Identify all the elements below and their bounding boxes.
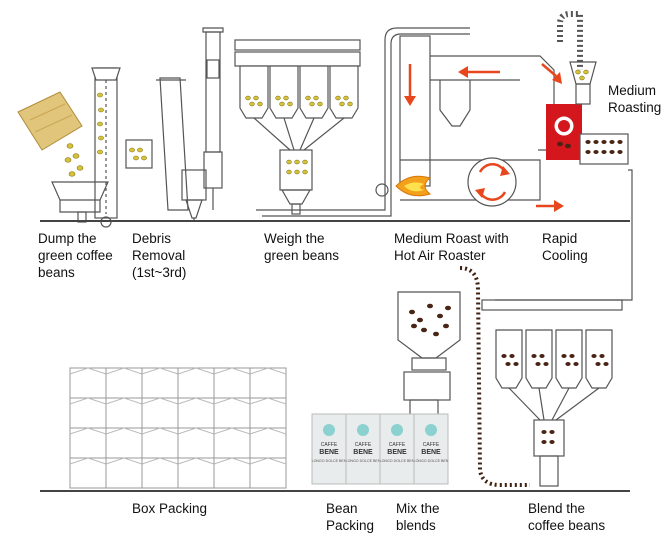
conveyor-belt-to-roaster-inner	[262, 33, 470, 217]
svg-text:LONGO DOLCE BEN: LONGO DOLCE BEN	[312, 459, 347, 463]
cooling-beans	[585, 140, 623, 154]
packing-box	[249, 367, 287, 399]
stage-label-cooling: Rapid Cooling	[542, 231, 588, 263]
packing-box	[105, 367, 143, 399]
roaster-ducts	[375, 35, 555, 201]
stage-label-mix: Mix the blends	[396, 501, 440, 533]
packing-box	[105, 457, 143, 489]
packing-box	[177, 397, 215, 429]
weighing-hoppers	[234, 39, 361, 215]
packing-box	[141, 367, 179, 399]
packing-box	[213, 367, 251, 399]
dust-collector	[202, 27, 224, 210]
stage-label-roast: Medium Roast with Hot Air Roaster	[394, 231, 509, 263]
flow-arrows	[404, 63, 564, 212]
debris-sorter	[125, 77, 207, 222]
floor-line-top	[40, 220, 630, 222]
falling-green-beans	[64, 143, 84, 177]
packing-box	[177, 427, 215, 459]
packing-box	[69, 457, 107, 489]
box-stack	[69, 367, 287, 489]
packing-box	[141, 397, 179, 429]
coffee-bag: CAFFE BENE LONGO DOLCE BEN	[379, 413, 415, 485]
coffee-bag: CAFFE BENE LONGO DOLCE BEN	[311, 413, 347, 485]
coffee-sack	[17, 91, 83, 151]
svg-text:CAFFE: CAFFE	[321, 442, 338, 448]
svg-text:BENE: BENE	[421, 449, 441, 456]
svg-text:BENE: BENE	[353, 449, 373, 456]
svg-text:LONGO DOLCE BEN: LONGO DOLCE BEN	[414, 459, 449, 463]
callout-medium-roasting: Medium Roasting	[608, 83, 662, 115]
packing-box	[105, 397, 143, 429]
floor-line-bottom	[40, 490, 630, 492]
stage-label-blend: Blend the coffee beans	[528, 501, 606, 533]
packing-box	[141, 427, 179, 459]
svg-text:CAFFE: CAFFE	[389, 442, 406, 448]
packing-box	[249, 397, 287, 429]
cooling-green-beans	[575, 69, 589, 81]
svg-text:BENE: BENE	[387, 449, 407, 456]
svg-text:LONGO DOLCE BEN: LONGO DOLCE BEN	[380, 459, 415, 463]
conveyor-belt-to-roaster	[256, 27, 470, 211]
svg-text:BENE: BENE	[319, 449, 339, 456]
coffee-bags: CAFFE BENE LONGO DOLCE BEN CAFFE BENE LO…	[311, 413, 449, 485]
svg-text:CAFFE: CAFFE	[355, 442, 372, 448]
conveyor-belt-to-cooling	[557, 11, 583, 70]
blend-hoppers	[481, 299, 623, 487]
packing-box	[69, 427, 107, 459]
debris-removal-elevator	[91, 67, 121, 228]
debris-beans	[97, 92, 147, 161]
cooling-hopper	[569, 61, 629, 165]
coffee-bag: CAFFE BENE LONGO DOLCE BEN	[345, 413, 381, 485]
packing-box	[249, 457, 287, 489]
packing-box	[141, 457, 179, 489]
weigh-green-beans	[245, 95, 353, 175]
stage-label-bean-packing: Bean Packing	[326, 501, 375, 533]
packing-box	[213, 427, 251, 459]
packing-box	[249, 427, 287, 459]
mix-hopper	[397, 291, 461, 417]
dump-hopper	[51, 181, 109, 223]
svg-text:LONGO DOLCE BEN: LONGO DOLCE BEN	[346, 459, 381, 463]
packing-box	[213, 457, 251, 489]
conveyor-belt-mix	[459, 266, 530, 487]
packing-box	[105, 427, 143, 459]
blend-beans	[501, 354, 609, 444]
packing-box	[177, 367, 215, 399]
stage-label-weigh: Weigh the green beans	[264, 231, 340, 263]
burner-flame	[395, 175, 432, 197]
stage-label-box-packing: Box Packing	[132, 501, 208, 516]
packing-box	[69, 397, 107, 429]
svg-text:CAFFE: CAFFE	[423, 442, 440, 448]
mix-beans	[409, 303, 451, 337]
stage-label-dump: Dump the green coffee beans	[38, 231, 113, 280]
coffee-bag: CAFFE BENE LONGO DOLCE BEN	[413, 413, 449, 485]
packing-box	[69, 367, 107, 399]
packing-box	[213, 397, 251, 429]
stage-label-debris: Debris Removal (1st~3rd)	[132, 231, 187, 280]
packing-box	[177, 457, 215, 489]
medium-roasting-panel	[546, 104, 582, 160]
